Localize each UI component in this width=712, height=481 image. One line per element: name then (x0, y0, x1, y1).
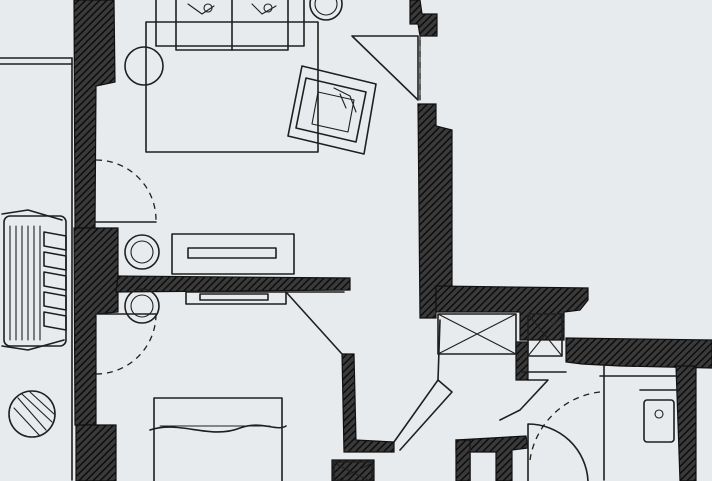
closets (437, 313, 563, 357)
hallway (393, 319, 567, 451)
left-doors (95, 159, 157, 375)
wall-left-upper (73, 0, 116, 229)
stool-lower (124, 288, 160, 324)
wall-left-bottom (75, 424, 117, 481)
armchair (287, 65, 377, 155)
round-side-table (8, 390, 56, 438)
wall-top-right (409, 0, 438, 37)
wall-left-mid (73, 227, 119, 426)
door-swing-lower (95, 313, 157, 375)
wall-partition-mid (515, 341, 529, 381)
wall-bottom-mid-stub (455, 439, 471, 481)
bedroom (149, 397, 287, 481)
wall-center-partition (115, 275, 351, 293)
living-room (124, 0, 421, 155)
bathroom-fixtures (124, 233, 345, 355)
bathroom-lower (333, 365, 679, 481)
door-swing-upper (95, 159, 157, 221)
vanity-upper (171, 233, 295, 275)
side-table-left (124, 46, 164, 86)
side-table-right (309, 0, 343, 21)
walls (73, 0, 712, 481)
vanity-lower (185, 291, 287, 305)
sofa (155, 0, 305, 51)
wall-right-bottom (675, 365, 697, 481)
bed (153, 397, 283, 481)
door-bottom-right (527, 423, 589, 481)
wall-right-step (565, 337, 712, 369)
wall-lower-center (341, 353, 395, 453)
door-top-right (351, 35, 419, 101)
wall-horizontal-right (435, 285, 589, 341)
sink (643, 399, 675, 443)
left-exterior (0, 57, 73, 481)
wall-bottom-left-stub (331, 459, 375, 481)
lounge-chair (1, 209, 67, 351)
stool-upper (124, 234, 160, 270)
